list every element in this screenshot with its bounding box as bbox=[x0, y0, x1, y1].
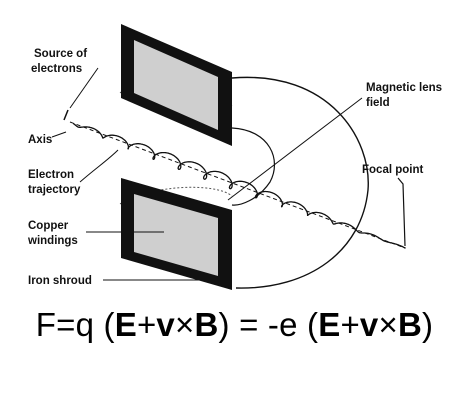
formula-E1: E bbox=[114, 306, 137, 343]
magnetic-leader bbox=[227, 97, 363, 201]
formula-lhs: F=q ( bbox=[35, 306, 115, 343]
source-tick bbox=[63, 109, 69, 121]
label-source-line2: electrons bbox=[31, 63, 82, 75]
label-focal: Focal point bbox=[362, 164, 424, 176]
label-magnetic-line1: Magnetic lens bbox=[366, 82, 442, 94]
magnetic-field-outline bbox=[231, 76, 369, 289]
label-iron: Iron shroud bbox=[28, 275, 92, 287]
label-copper-line2: windings bbox=[27, 235, 78, 247]
formula-B2: B bbox=[397, 306, 423, 343]
label-axis: Axis bbox=[28, 134, 52, 146]
formula-B1: B bbox=[194, 306, 219, 343]
formula-times1: × bbox=[174, 306, 195, 343]
source-leader bbox=[69, 67, 99, 109]
formula-v1: v bbox=[156, 306, 175, 343]
label-trajectory-line1: Electron bbox=[28, 169, 74, 181]
inner-field-core bbox=[231, 127, 275, 206]
formula-rhs: ) bbox=[422, 306, 434, 343]
label-magnetic-line2: field bbox=[366, 97, 390, 109]
formula-times2: × bbox=[378, 306, 398, 343]
formula-plus1: + bbox=[136, 306, 157, 343]
magnetic-lens-diagram: Source of electrons Axis Electron trajec… bbox=[27, 24, 442, 290]
lorentz-force-equation: F=q (E+v×B) = -e (E+v×B) bbox=[0, 306, 469, 344]
electron-trajectory-helix bbox=[72, 122, 406, 249]
label-source-line1: Source of bbox=[34, 48, 87, 60]
focal-point-leader bbox=[397, 177, 406, 247]
trajectory-leader bbox=[79, 149, 119, 183]
formula-E2: E bbox=[318, 306, 341, 343]
label-copper-line1: Copper bbox=[28, 220, 69, 232]
upper-pole-piece bbox=[121, 24, 232, 146]
formula-v2: v bbox=[359, 306, 379, 343]
axis-leader bbox=[51, 131, 67, 138]
formula-plus2: + bbox=[340, 306, 360, 343]
lower-pole-piece bbox=[121, 178, 232, 290]
optical-axis bbox=[69, 121, 406, 249]
formula-mid: ) = -e ( bbox=[218, 306, 319, 343]
label-trajectory-line2: trajectory bbox=[28, 184, 81, 196]
